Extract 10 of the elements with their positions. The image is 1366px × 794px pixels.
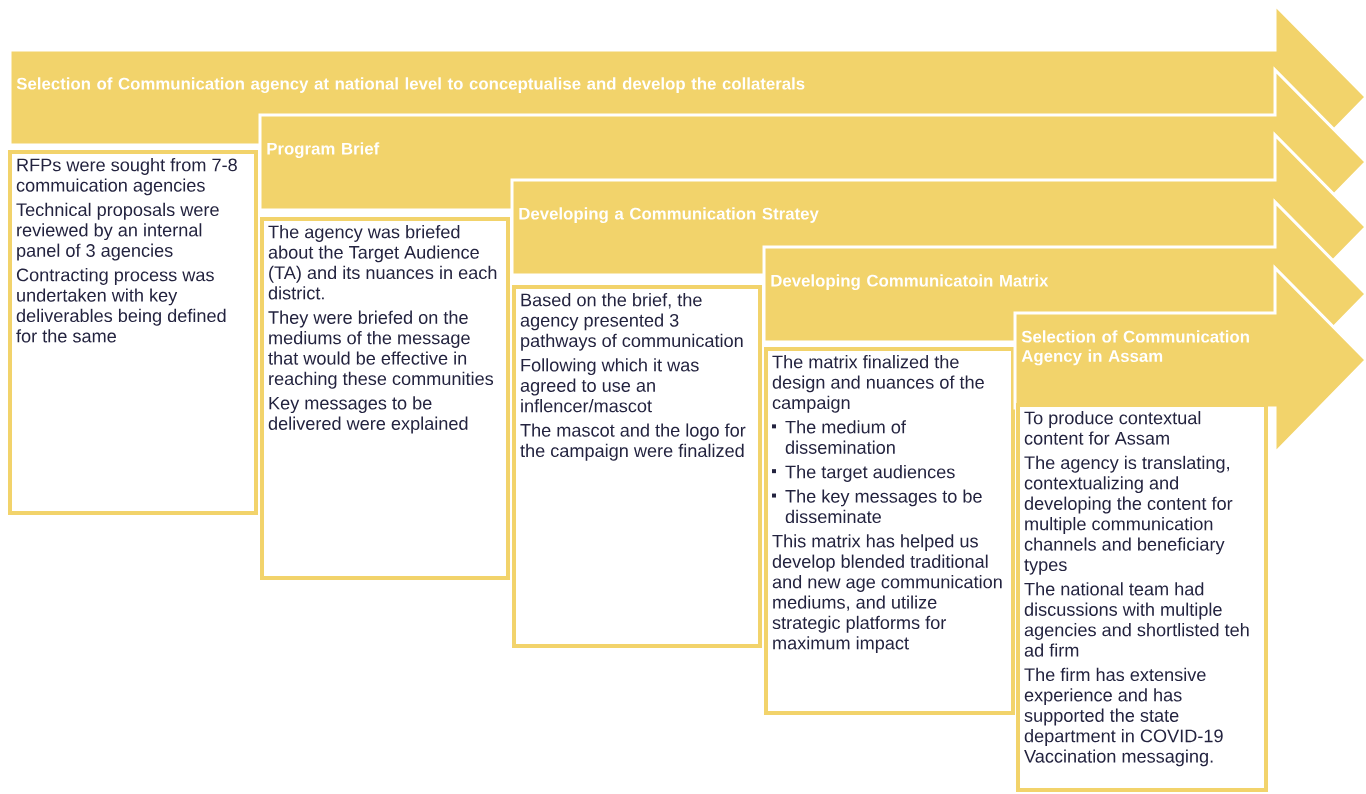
node-label: Selection of Communication agency at national level to conceptualise and develop the collaterals [16,77,805,93]
node-label: Developing Communicatoin Matrix [771,274,1049,290]
node-label: Program Brief [267,142,380,158]
text-box: Based on the brief, the agency presented 3 pathways of communication Following which it was agreed to use an inflencer/mascot The mascot and the logo for the campaign were finalized [512,285,762,648]
text-box: To produce contextual content for Assam The agency is translating, contextualizing and developing the content for multiple communication channels and beneficiary types The national team had discussions with multiple agencies and shortlisted teh ad firm The firm has extensive experience and has supported the state department in COVID-19 Vaccination messaging. [1016,403,1268,792]
node-label: Selection of Communication Agency in Assam [1021,330,1249,366]
text-box: The matrix finalized the design and nuances of the campaign The medium of dissemination The target audiences The key messages to be disseminate This matrix has helped us develop blended traditional and new age communication mediums, and utilize strategic platforms for maximum impact [764,347,1015,715]
text-box: The agency was briefed about the Target Audience (TA) and its nuances in each district. They were briefed on the mediums of the message that would be effective in reaching these communities Key messages to be delivered were explained [260,217,510,580]
node-label: Developing a Communication Stratey [519,207,819,223]
text-box: RFPs were sought from 7-8 commuication agencies Technical proposals were reviewed by an internal panel of 3 agencies Contracting process was undertaken with key deliverables being defined for the same [8,150,258,515]
